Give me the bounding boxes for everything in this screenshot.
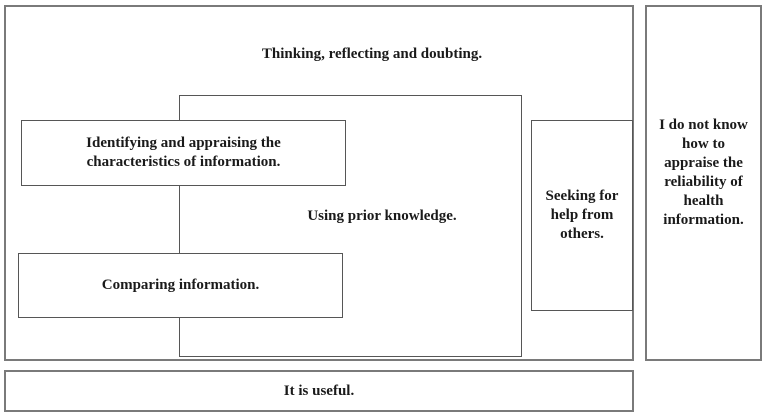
comparing-text: Comparing information. [101,277,260,293]
bottom-panel-text: It is useful. [283,382,355,399]
comparing-box: Comparing information. [18,253,343,318]
prior-knowledge-label: Using prior knowledge. [282,207,482,226]
prior-knowledge-text: Using prior knowledge. [307,208,457,224]
header-label: Thinking, reflecting and doubting. [172,45,572,64]
header-text: Thinking, reflecting and doubting. [261,46,483,62]
main-outer-panel: Thinking, reflecting and doubting. Using… [4,5,634,361]
identifying-text: Identifying and appraising the character… [86,135,281,170]
seeking-box: Seeking for help from others. [531,120,633,311]
right-panel-text: I do not know how to appraise the reliab… [659,117,748,228]
right-panel: I do not know how to appraise the reliab… [645,5,762,361]
seeking-text: Seeking for help from others. [545,188,619,242]
bottom-panel: It is useful. [4,370,634,412]
identifying-box: Identifying and appraising the character… [21,120,346,186]
